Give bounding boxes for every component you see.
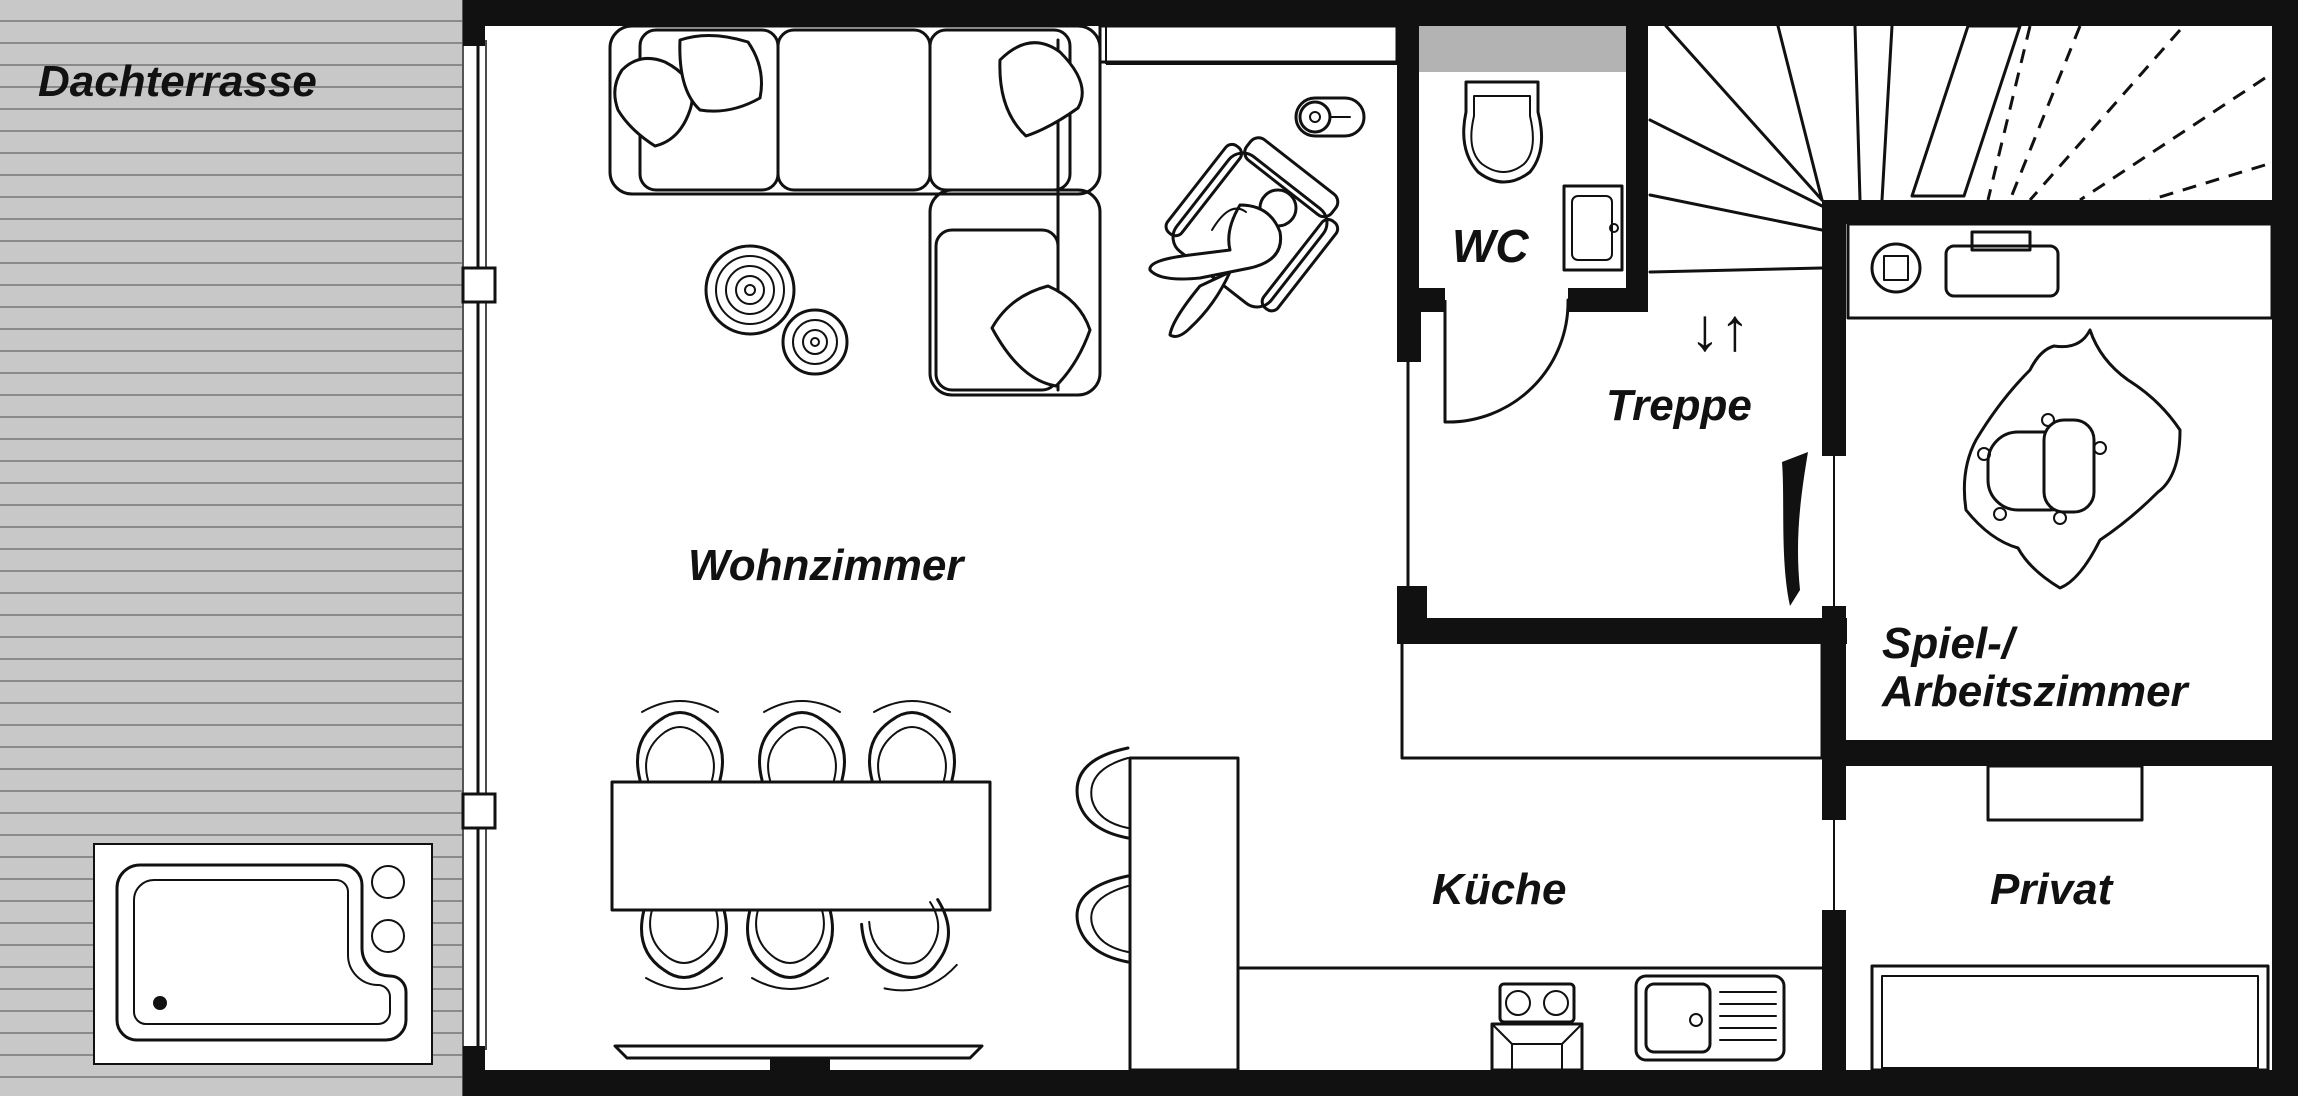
wall-clock-icon xyxy=(1294,96,1366,138)
wc-washbasin-icon xyxy=(1562,184,1624,272)
toilet-icon xyxy=(1462,80,1544,184)
label-wc: WC xyxy=(1452,220,1529,272)
kitchen-sink-icon xyxy=(1634,974,1786,1062)
dining-chairs-icon xyxy=(636,700,958,992)
privat-furniture-icon xyxy=(1870,764,2270,1072)
label-dachterrasse: Dachterrasse xyxy=(38,57,317,106)
stair-arrows-icon: ↓↑ xyxy=(1690,296,1750,363)
bar-stools-icon xyxy=(1075,746,1130,964)
tv-board-icon xyxy=(613,1044,984,1070)
label-wohnzimmer: Wohnzimmer xyxy=(688,541,966,590)
label-privat: Privat xyxy=(1990,865,2115,914)
label-treppe: Treppe xyxy=(1606,381,1752,430)
walls xyxy=(461,0,2298,1096)
dining-table-icon xyxy=(610,780,992,912)
staircase-icon xyxy=(1648,24,2266,606)
armchair-with-person-icon xyxy=(1148,136,1340,338)
label-kueche: Küche xyxy=(1432,865,1566,914)
office-chair-icon xyxy=(1962,328,2182,590)
kitchen-counter-icon xyxy=(1128,640,1824,1072)
sofa-icon xyxy=(608,24,1399,397)
wc-door-icon xyxy=(1443,298,1570,424)
desk-icon xyxy=(1846,222,2274,320)
label-spiel: Spiel-/ xyxy=(1882,619,2019,668)
floor-lamp-icon xyxy=(704,244,849,376)
stove-icon xyxy=(1490,982,1584,1072)
hot-tub-icon xyxy=(93,843,433,1065)
label-arbeitszimmer: Arbeitszimmer xyxy=(1881,667,2191,716)
room-labels: Dachterrasse WC Treppe ↓↑ Wohnzimmer Spi… xyxy=(38,57,2191,914)
